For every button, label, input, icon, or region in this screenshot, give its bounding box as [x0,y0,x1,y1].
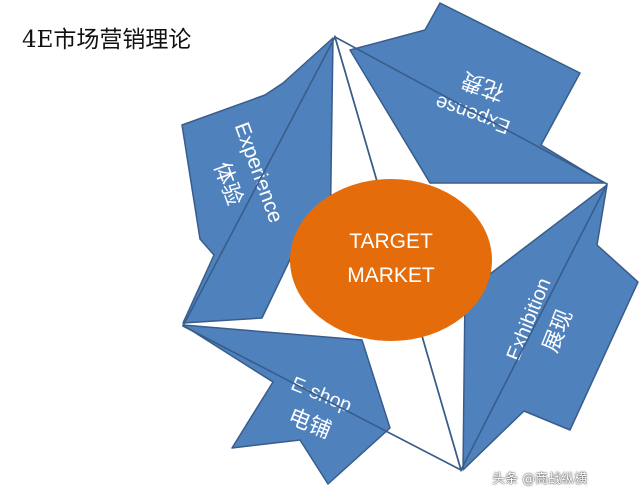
eshop-arrow-shape [182,324,391,485]
expense-arrow: Expense 花费 [349,2,605,184]
expense-arrow-shape [349,2,605,184]
eshop-arrow: E-shop 电铺 [182,324,391,485]
exhibition-arrow: Exhibition 展现 [462,184,639,471]
watermark: 头条 @商战纵横 [492,472,588,487]
center-label-line1: TARGET [349,230,433,253]
target-market-ellipse [290,179,492,341]
page-title: 4E市场营销理论 [22,27,192,53]
center-label-line2: MARKET [347,264,435,287]
exhibition-arrow-shape [462,184,639,471]
